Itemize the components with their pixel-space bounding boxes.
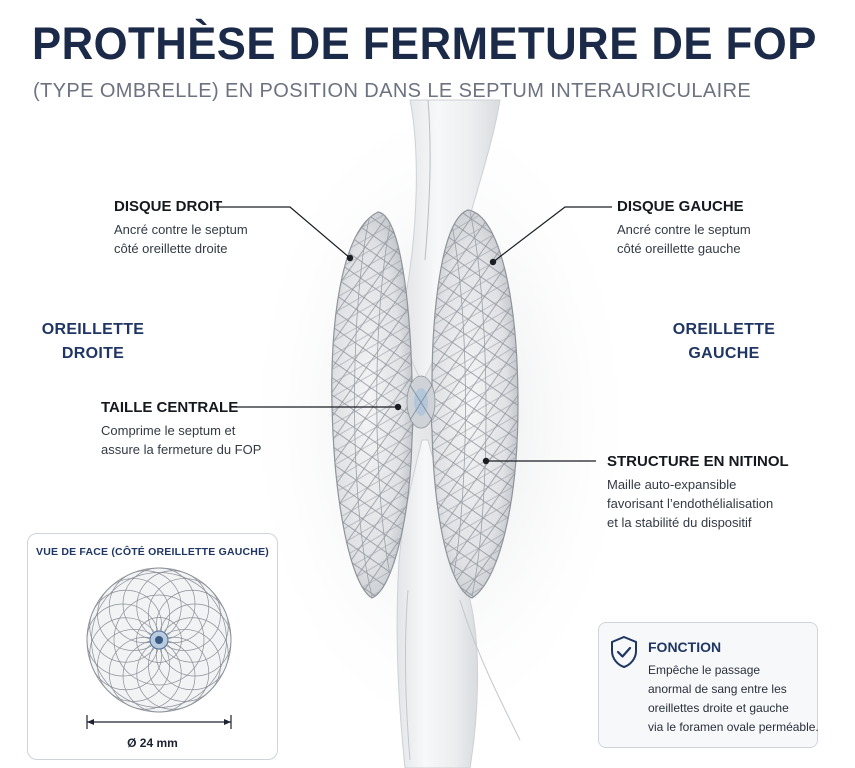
mesh-ring [136, 617, 182, 663]
label-disque-gauche: DISQUE GAUCHE Ancré contre le septum côt… [617, 198, 751, 258]
mesh-ring [91, 572, 227, 708]
label-taille-centrale-text-2: assure la fermeture du FOP [101, 442, 262, 457]
function-text: Empêche le passage anormal de sang entre… [648, 661, 819, 737]
function-title: FONCTION [648, 639, 722, 655]
label-taille-centrale: TAILLE CENTRALE Comprime le septum et as… [101, 399, 261, 459]
label-taille-centrale-title: TAILLE CENTRALE [101, 399, 239, 416]
mesh-ring [113, 594, 205, 686]
label-structure-text-1: Maille auto-expansible [607, 477, 737, 492]
function-box: FONCTION Empêche le passage anormal de s… [598, 622, 819, 748]
chamber-gauche-line-1: OREILLETTE [672, 321, 776, 338]
page-title: PROTHÈSE DE FERMETURE DE FOP [32, 18, 817, 69]
chamber-droite-line-1: OREILLETTE [41, 321, 145, 338]
label-structure-text-3: et la stabilité du dispositif [607, 515, 752, 530]
mesh-loop [148, 578, 221, 651]
label-disque-droit-title: DISQUE DROIT [114, 198, 223, 215]
label-structure-title: STRUCTURE EN NITINOL [607, 453, 789, 470]
mesh-loop [136, 570, 210, 644]
right-disc [331, 211, 414, 599]
shield-check-icon [611, 635, 637, 669]
front-view-disc [86, 567, 232, 729]
mesh-loop [155, 589, 229, 663]
chamber-oreillette-gauche: OREILLETTE GAUCHE [669, 318, 779, 366]
chamber-gauche-line-2: GAUCHE [688, 345, 760, 362]
label-structure-text-2: favorisant l’endothélialisation [607, 496, 774, 511]
label-disque-droit: DISQUE DROIT Ancré contre le septum côté… [114, 198, 248, 258]
chamber-oreillette-droite: OREILLETTE DROITE [38, 318, 148, 366]
left-disc [430, 209, 519, 599]
label-disque-gauche-title: DISQUE GAUCHE [617, 198, 744, 215]
label-disque-droit-text-1: Ancré contre le septum [114, 222, 248, 237]
label-disque-droit-text-2: côté oreillette droite [114, 241, 228, 256]
leader-lines [216, 206, 612, 462]
page-subtitle: (TYPE OMBRELLE) EN POSITION DANS LE SEPT… [33, 80, 752, 102]
function-text-line-3: oreillettes droite et gauche [648, 701, 789, 715]
central-waist [406, 375, 436, 429]
front-view-inset: VUE DE FACE (CÔTÉ OREILLETTE GAUCHE) Ø 2… [27, 533, 278, 760]
chamber-droite-line-2: DROITE [61, 345, 125, 362]
function-text-line-2: anormal de sang entre les [648, 682, 787, 696]
function-text-line-4: via le foramen ovale perméable. [648, 720, 819, 734]
label-disque-gauche-text-2: côté oreillette gauche [617, 241, 741, 256]
label-structure-nitinol: STRUCTURE EN NITINOL Maille auto-expansi… [607, 453, 789, 532]
inset-title: VUE DE FACE (CÔTÉ OREILLETTE GAUCHE) [36, 546, 269, 558]
inset-dimension-label: Ø 24 mm [127, 736, 178, 750]
function-text-line-1: Empêche le passage [648, 663, 761, 677]
label-taille-centrale-text-1: Comprime le septum et [101, 423, 236, 438]
label-disque-gauche-text-1: Ancré contre le septum [617, 222, 751, 237]
